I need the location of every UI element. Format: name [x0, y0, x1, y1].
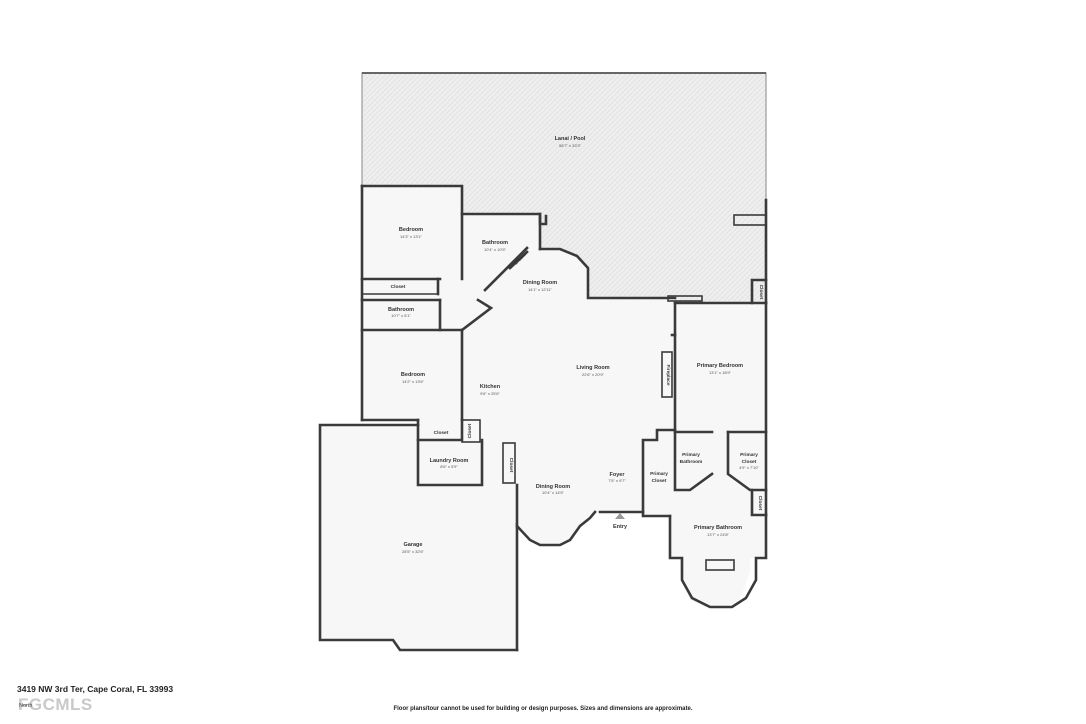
primary-closet-right-label-2: Closet	[742, 459, 757, 465]
primary-bathroom-label: Primary Bathroom	[694, 525, 742, 531]
disclaimer-text: Floor plans/tour cannot be used for buil…	[393, 706, 693, 712]
property-address: 3419 NW 3rd Ter, Cape Coral, FL 33993	[17, 684, 174, 694]
garage-dimension: 28'5" x 32'6"	[402, 549, 425, 554]
room-labels: Lanai / Pool 58'7" x 33'3" Bedroom 14'3"…	[388, 136, 764, 554]
interior-floor	[320, 186, 766, 650]
primary-bedroom-label: Primary Bedroom	[697, 363, 743, 369]
living-room-label: Living Room	[576, 365, 609, 371]
closet-1-label: Closet	[391, 284, 406, 290]
fireplace-label: Fireplace	[665, 364, 671, 385]
closet-right-bottom-label: Closet	[757, 496, 763, 511]
primary-closet-right-label-1: Primary	[740, 452, 758, 458]
primary-closet-right-dimension: 4'9" x 7'10"	[739, 465, 759, 470]
foyer-label: Foyer	[610, 472, 626, 478]
laundry-room-dimension: 8'6" x 5'9"	[440, 464, 458, 469]
bathroom-2-label: Bathroom	[388, 307, 414, 313]
bedroom-2-dimension: 14'2" x 13'6"	[402, 379, 425, 384]
closet-2-label: Closet	[434, 430, 449, 436]
foyer-dimension: 7'5" x 9'7"	[608, 478, 626, 483]
bedroom-2-label: Bedroom	[401, 372, 425, 378]
entry-label: Entry	[613, 524, 628, 530]
primary-closet-left-label-1: Primary	[650, 471, 668, 477]
bedroom-1-dimension: 14'3" x 13'1"	[400, 234, 423, 239]
dining-room-2-label: Dining Room	[536, 484, 570, 490]
lanai-area	[361, 72, 767, 303]
mls-logo: FGCMLS	[18, 695, 93, 714]
bedroom-1-label: Bedroom	[399, 227, 423, 233]
primary-bedroom-dimension: 13'1" x 18'9"	[709, 370, 732, 375]
kitchen-label: Kitchen	[480, 384, 501, 390]
closet-vertical-1-label: Closet	[467, 423, 473, 438]
lanai-label: Lanai / Pool	[555, 136, 586, 142]
north-label: North	[19, 703, 33, 709]
dining-room-1-label: Dining Room	[523, 280, 557, 286]
entry-arrow-icon	[615, 513, 625, 519]
primary-bathroom-small-label-2: Bathroom	[680, 459, 703, 465]
kitchen-dimension: 9'6" x 25'6"	[480, 391, 500, 396]
closet-right-top-label: Closet	[758, 285, 764, 300]
walls	[318, 184, 768, 652]
entry-marker: Entry	[613, 513, 628, 530]
primary-bathroom-small-label-1: Primary	[682, 452, 700, 458]
bathroom-1-label: Bathroom	[482, 240, 508, 246]
garage-label: Garage	[404, 542, 423, 548]
primary-bathroom-dimension: 13'7" x 24'8"	[707, 532, 730, 537]
bathroom-1-dimension: 10'4" x 10'5"	[484, 247, 507, 252]
dining-room-2-dimension: 10'4" x 14'5"	[542, 490, 565, 495]
dining-room-1-dimension: 14'1" x 12'11"	[528, 287, 552, 292]
closet-vertical-2-label: Closet	[508, 458, 514, 473]
laundry-room-label: Laundry Room	[430, 458, 469, 464]
primary-closet-left-label-2: Closet	[652, 478, 667, 484]
bathroom-2-dimension: 10'7" x 5'1"	[391, 313, 411, 318]
lanai-dimension: 58'7" x 33'3"	[559, 143, 582, 148]
living-room-dimension: 22'6" x 20'9"	[582, 372, 605, 377]
